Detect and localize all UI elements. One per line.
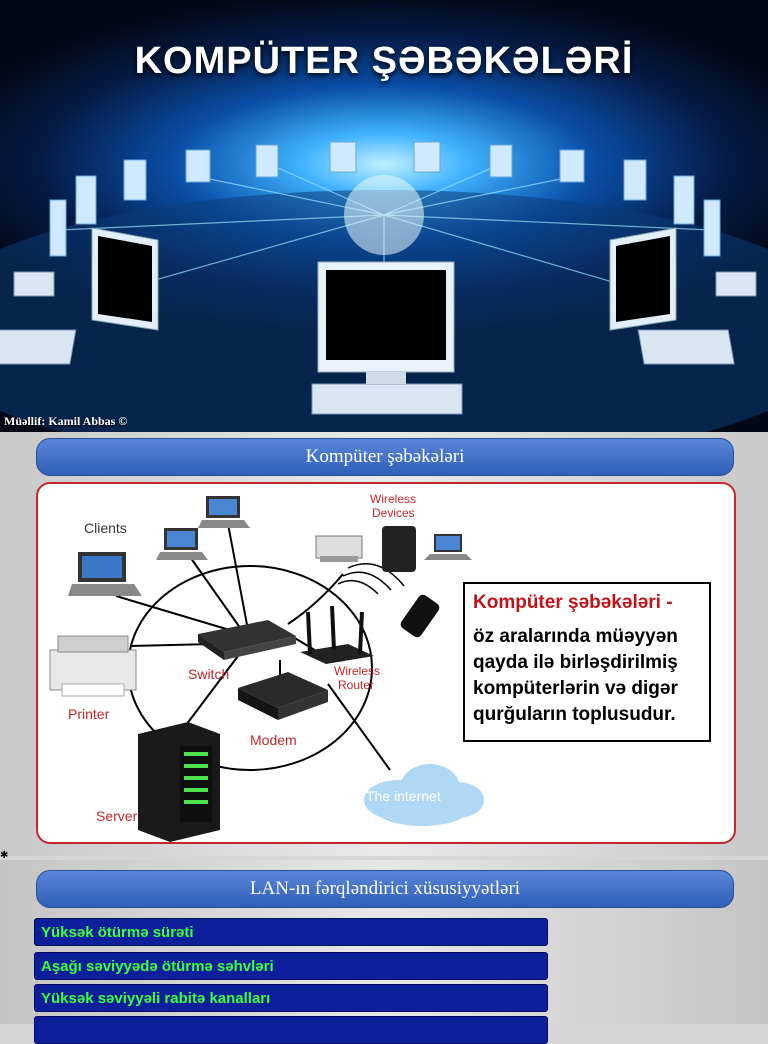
label-wireless-router-1: Wireless xyxy=(334,664,381,678)
definition-box: Kompüter şəbəkələri - öz aralarında müəy… xyxy=(463,582,711,742)
definition-title: Kompüter şəbəkələri - xyxy=(473,592,673,613)
feature-item: Aşağı səviyyədə ötürmə səhvləri xyxy=(34,952,548,980)
feature-item: Yüksək ötürmə sürəti xyxy=(34,918,548,946)
network-definition-slide: Kompüter şəbəkələri xyxy=(0,432,768,856)
feature-item xyxy=(34,1016,548,1044)
network-diagram: Clients Wireless Devices Switch Wireless… xyxy=(36,482,736,844)
network-ring-illustration xyxy=(0,141,768,432)
label-clients: Clients xyxy=(84,520,127,536)
slide-header: LAN-ın fərqləndirici xüsusiyyətləri xyxy=(36,870,734,908)
label-internet: The internet xyxy=(366,788,441,804)
label-wireless-router-2: Router xyxy=(338,678,375,692)
lan-features-slide: LAN-ın fərqləndirici xüsusiyyətləri Yüks… xyxy=(0,860,768,1044)
definition-text: öz aralarında müəyyən qayda ilə birləşdi… xyxy=(473,626,678,725)
label-wireless-devices-2: Devices xyxy=(372,506,415,520)
slide-marker-icon: ✱ xyxy=(0,850,9,861)
label-wireless-devices-1: Wireless xyxy=(370,492,417,506)
label-printer: Printer xyxy=(68,706,110,722)
cover-title: KOMPÜTER ŞƏBƏKƏLƏRİ xyxy=(134,40,634,82)
label-switch: Switch xyxy=(188,666,230,682)
slide-header: Kompüter şəbəkələri xyxy=(36,438,734,476)
feature-item: Yüksək səviyyəli rabitə kanalları xyxy=(34,984,548,1012)
author-credit: Müəllif: Kamil Abbas © xyxy=(4,414,128,428)
label-server: Server xyxy=(96,808,138,824)
label-modem: Modem xyxy=(250,732,297,748)
network-diagram-drawing xyxy=(49,496,484,842)
cover-slide: KOMPÜTER ŞƏBƏKƏLƏRİ Müəllif: Kamil Abbas… xyxy=(0,0,768,432)
